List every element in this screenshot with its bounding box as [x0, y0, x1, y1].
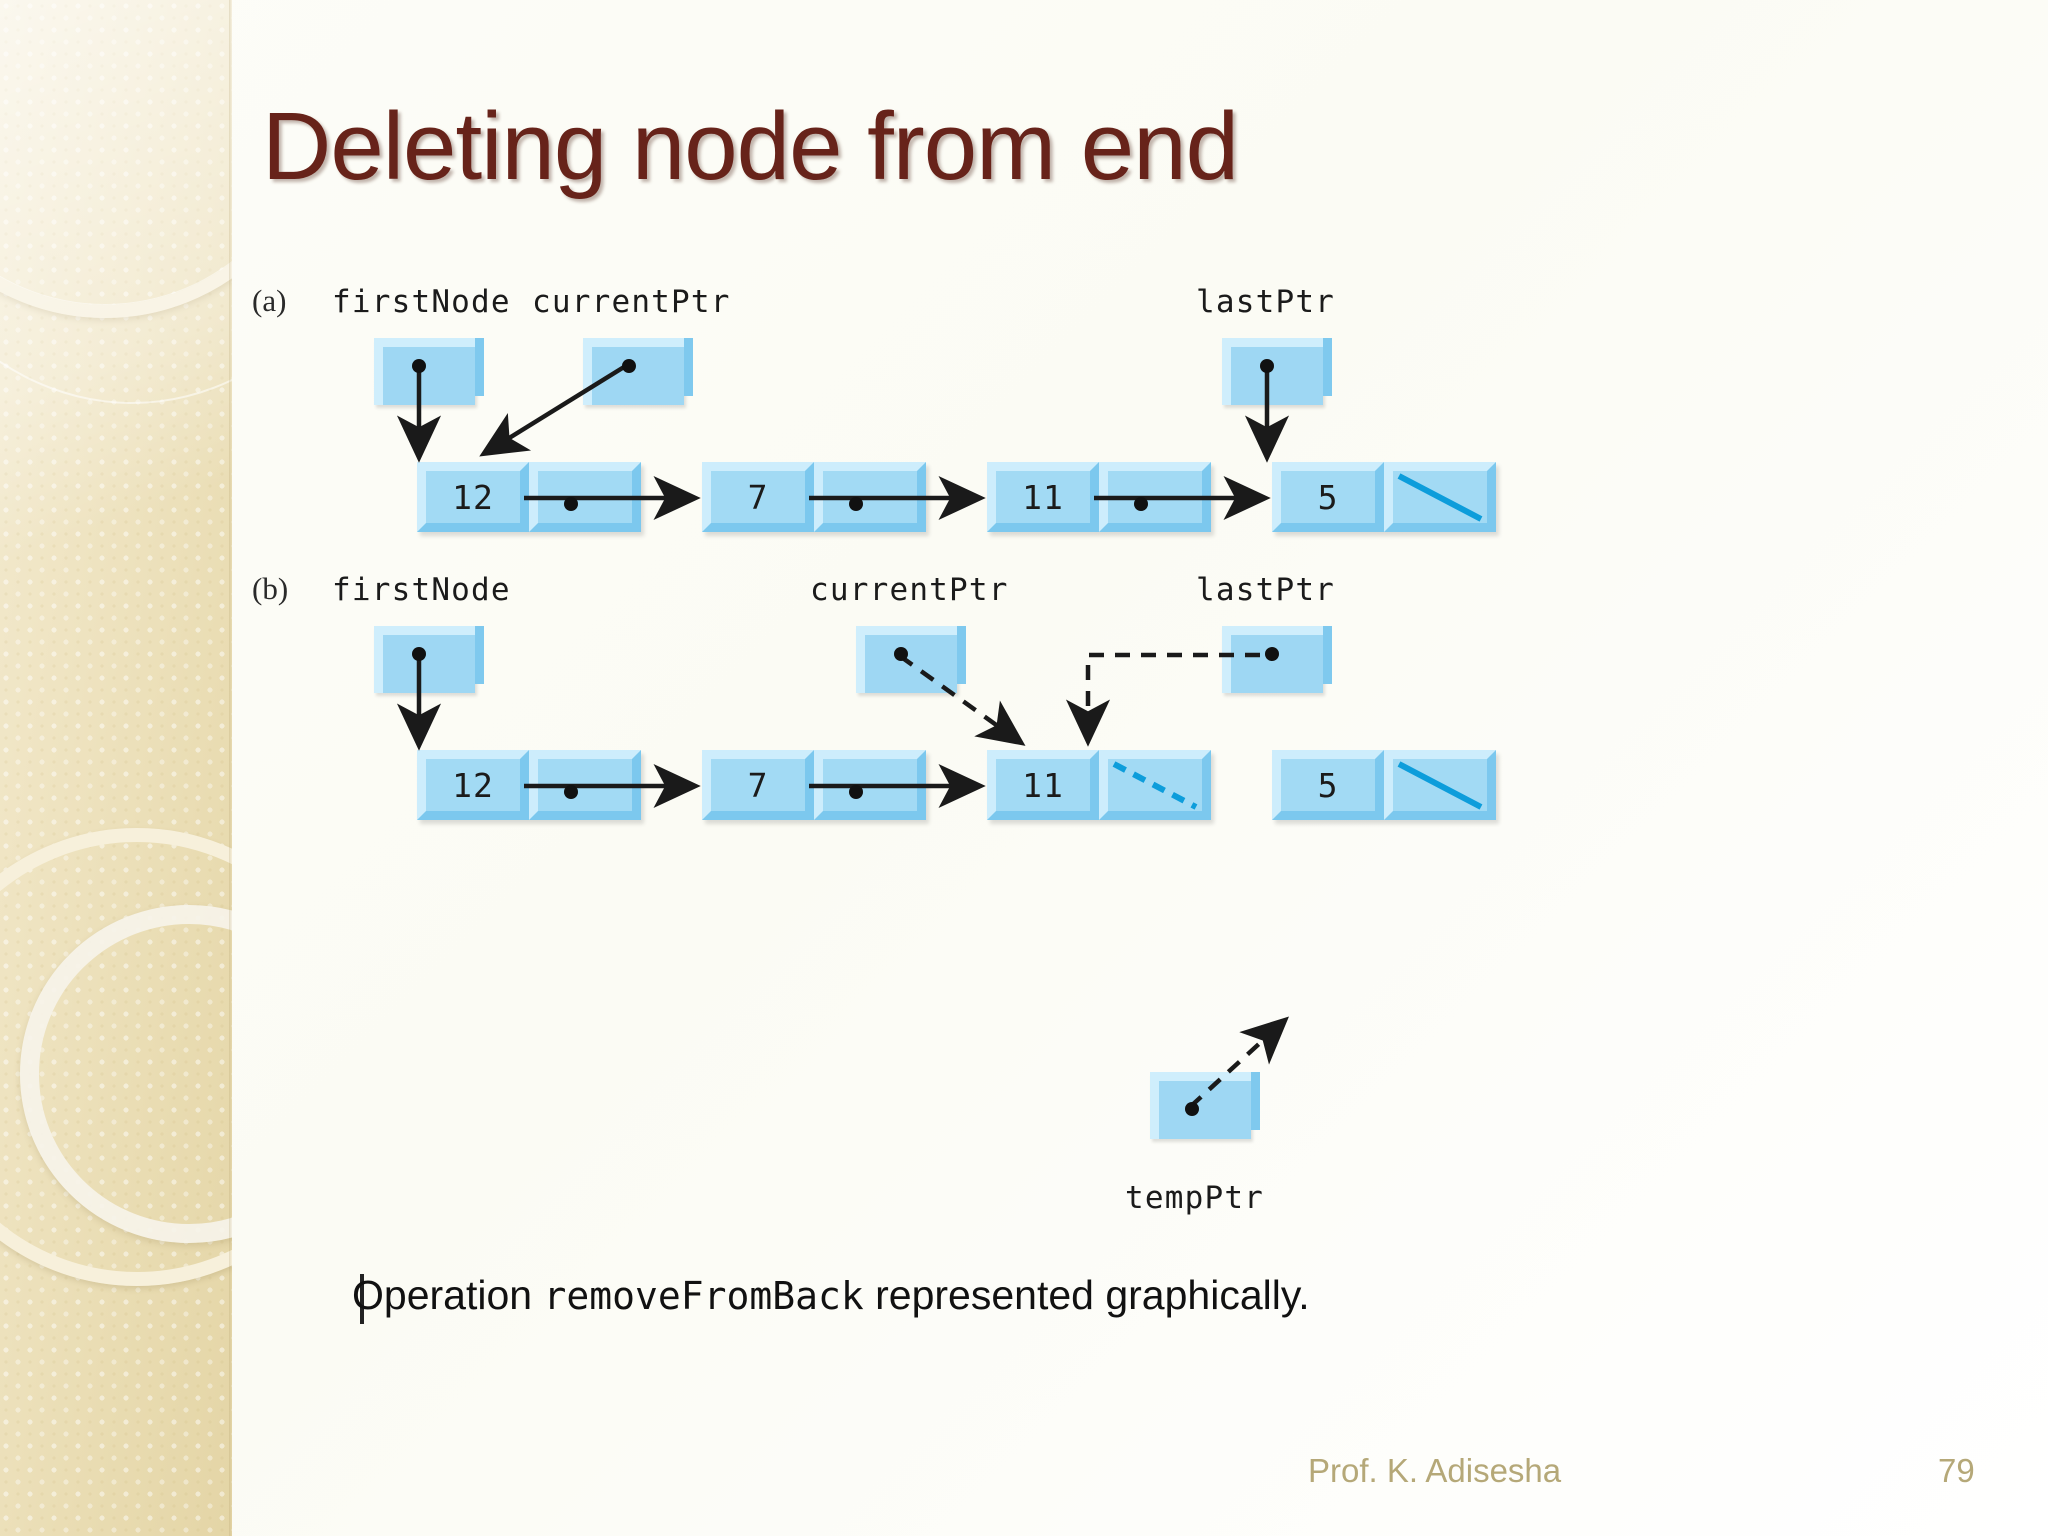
figure-caption: Operation removeFromBack represented gra… [352, 1272, 1310, 1319]
list-node-a-0: 12 [417, 462, 641, 532]
node-value-cell: 7 [702, 750, 814, 820]
node-value-cell: 11 [987, 462, 1099, 532]
caption-suffix: represented graphically. [863, 1272, 1310, 1318]
node-pointer-cell [529, 750, 641, 820]
node-next-dot [564, 497, 578, 511]
node-next-dot [849, 785, 863, 799]
sidebar-highlight-wash [0, 0, 232, 640]
pointer-box-b-tempptr [1150, 1072, 1260, 1139]
sidebar-edge [229, 0, 232, 1536]
pointer-dot-b-lastptr [1265, 647, 1279, 661]
node-next-dot [1134, 497, 1148, 511]
node-pointer-cell [814, 750, 926, 820]
row-label-b: (b) [252, 571, 289, 606]
caption-code: removeFromBack [543, 1274, 864, 1318]
caption-rule [360, 1274, 364, 1324]
pointer-box-b-currentptr [856, 626, 966, 693]
node-value-cell: 12 [417, 750, 529, 820]
node-next-dot [849, 497, 863, 511]
figure-remove-from-back: (a) firstNode currentPtr lastPtr 12 7 11… [232, 246, 2022, 1346]
label-a-currentptr: currentPtr [532, 284, 731, 320]
footer-author: Prof. K. Adisesha [1308, 1452, 1562, 1489]
pointer-dot-a-firstnode [412, 359, 426, 373]
label-b-currentptr: currentPtr [810, 572, 1009, 608]
node-value-cell: 11 [987, 750, 1099, 820]
node-null-dashed-cell [1099, 750, 1211, 820]
node-value-cell: 12 [417, 462, 529, 532]
footer-page-number: 79 [1938, 1452, 1975, 1489]
pointer-box-b-firstnode [374, 626, 484, 693]
node-pointer-cell [814, 462, 926, 532]
pointer-dot-b-tempptr [1185, 1102, 1199, 1116]
node-pointer-cell [1099, 462, 1211, 532]
node-value-cell: 5 [1272, 462, 1384, 532]
pointer-box-a-firstnode [374, 338, 484, 405]
label-b-lastptr: lastPtr [1196, 572, 1336, 608]
node-pointer-cell [529, 462, 641, 532]
label-a-firstnode: firstNode [332, 284, 511, 320]
pointer-box-a-lastptr [1222, 338, 1332, 405]
list-node-b-0: 12 [417, 750, 641, 820]
null-slash-icon [1397, 761, 1483, 810]
row-label-a: (a) [252, 283, 287, 318]
node-null-cell [1384, 750, 1496, 820]
node-value-cell: 7 [702, 462, 814, 532]
list-node-b-2: 11 [987, 750, 1211, 820]
label-a-lastptr: lastPtr [1196, 284, 1336, 320]
page-title: Deleting node from end [262, 93, 1239, 200]
pointer-dot-a-lastptr [1260, 359, 1274, 373]
null-dashed-slash-icon [1112, 761, 1198, 810]
label-b-tempptr: tempPtr [1125, 1180, 1265, 1216]
list-node-a-1: 7 [702, 462, 926, 532]
caption-prefix: Operation [352, 1272, 544, 1318]
pointer-dot-b-currentptr [894, 647, 908, 661]
pointer-dot-b-firstnode [412, 647, 426, 661]
node-value-cell: 5 [1272, 750, 1384, 820]
pointer-dot-a-currentptr [622, 359, 636, 373]
node-null-cell [1384, 462, 1496, 532]
node-next-dot [564, 785, 578, 799]
decorative-sidebar [0, 0, 232, 1536]
null-slash-icon [1397, 473, 1483, 522]
pointer-box-a-currentptr [583, 338, 693, 405]
list-node-a-2: 11 [987, 462, 1211, 532]
list-node-b-3: 5 [1272, 750, 1496, 820]
list-node-a-3: 5 [1272, 462, 1496, 532]
list-node-b-1: 7 [702, 750, 926, 820]
label-b-firstnode: firstNode [332, 572, 511, 608]
